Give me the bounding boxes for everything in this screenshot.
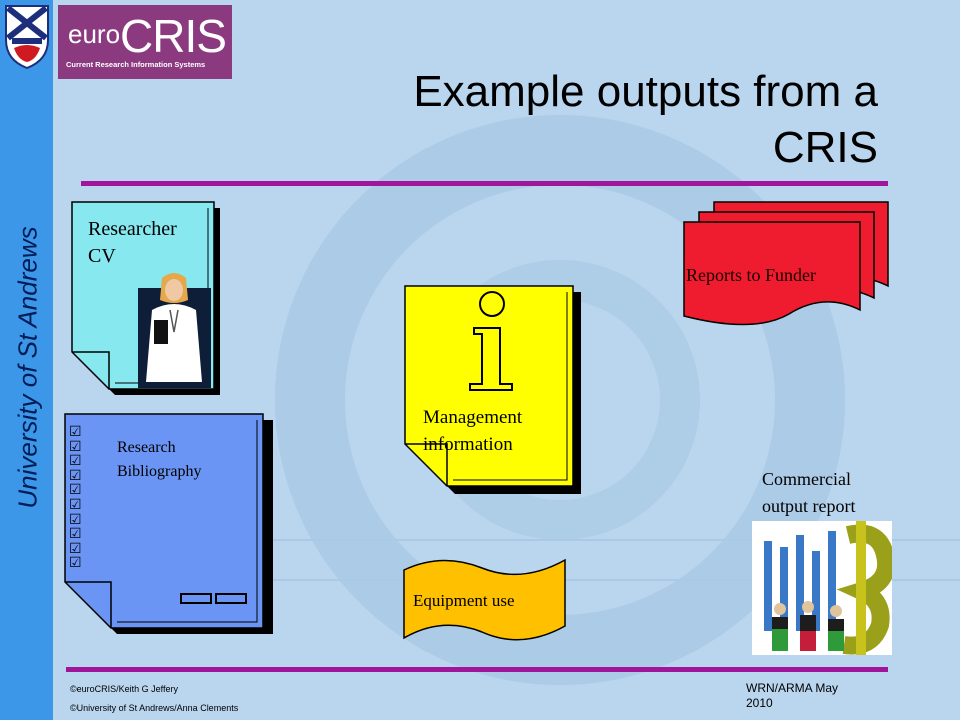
management-information-document [404, 285, 581, 494]
checkbox-icon: ☑ [69, 510, 82, 527]
equipment-use-label: Equipment use [413, 591, 515, 610]
information-icon [469, 291, 513, 391]
management-information-line2: information [423, 434, 513, 455]
eurocris-logo: euro CRIS Current Research Information S… [58, 5, 232, 79]
doctor-icon [138, 273, 211, 388]
researcher-cv-label: Researcher CV [88, 216, 177, 270]
equipment-use-banner [403, 558, 566, 641]
research-bibliography-line2: Bibliography [117, 463, 202, 480]
researcher-cv-line1: Researcher [88, 218, 177, 240]
researcher-cv-line2: CV [88, 245, 116, 267]
checkbox-icon: ☑ [69, 452, 82, 469]
checkbox-icon: ☑ [69, 495, 82, 512]
checkbox-icon: ☑ [69, 423, 82, 439]
logo-subtitle: Current Research Information Systems [66, 60, 206, 69]
logo-cris-text: CRIS [120, 10, 227, 62]
footer-event-line1: WRN/ARMA May [746, 681, 839, 695]
research-bibliography-document [64, 413, 273, 634]
reports-to-funder-label: Reports to Funder [686, 265, 816, 285]
reports-to-funder-documents [683, 201, 889, 326]
university-crest-icon [5, 5, 49, 70]
footer-event-line2: 2010 [746, 696, 773, 710]
checkbox-icon: ☑ [69, 481, 82, 498]
checkbox-list: ☑ ☑ ☑ ☑ ☑ ☑ ☑ ☑ ☑ ☑ [69, 424, 89, 570]
management-information-label: Management information [423, 404, 522, 458]
research-bibliography-label: Research Bibliography [117, 436, 201, 484]
footer-event: WRN/ARMA May 2010 [746, 681, 886, 711]
checkbox-icon: ☑ [69, 466, 82, 483]
commercial-output-line2: output report [762, 496, 856, 516]
top-rule [81, 181, 888, 186]
checkbox-icon: ☑ [69, 539, 82, 556]
footer-copyright-eurocris: ©euroCRIS/Keith G Jeffery [70, 684, 179, 694]
slide-title-line1: Example outputs from a [413, 67, 878, 116]
commercial-output-report-label: Commercial output report [762, 466, 902, 520]
footer-copyright-university: ©University of St Andrews/Anna Clements [70, 703, 239, 713]
bottom-rule [66, 667, 888, 672]
commercial-report-clipart-icon [752, 521, 892, 655]
checkbox-icon: ☑ [69, 554, 82, 571]
management-information-line1: Management [423, 407, 523, 428]
university-name: University of St Andrews [12, 226, 43, 509]
logo-euro-text: euro [68, 19, 121, 49]
research-bibliography-line1: Research [117, 439, 176, 456]
checkbox-icon: ☑ [69, 437, 82, 454]
slide-title: Example outputs from a CRIS [330, 64, 878, 176]
slide-title-line2: CRIS [772, 123, 878, 172]
left-sidebar [0, 0, 53, 720]
commercial-output-line1: Commercial [762, 469, 851, 489]
checkbox-icon: ☑ [69, 525, 82, 542]
